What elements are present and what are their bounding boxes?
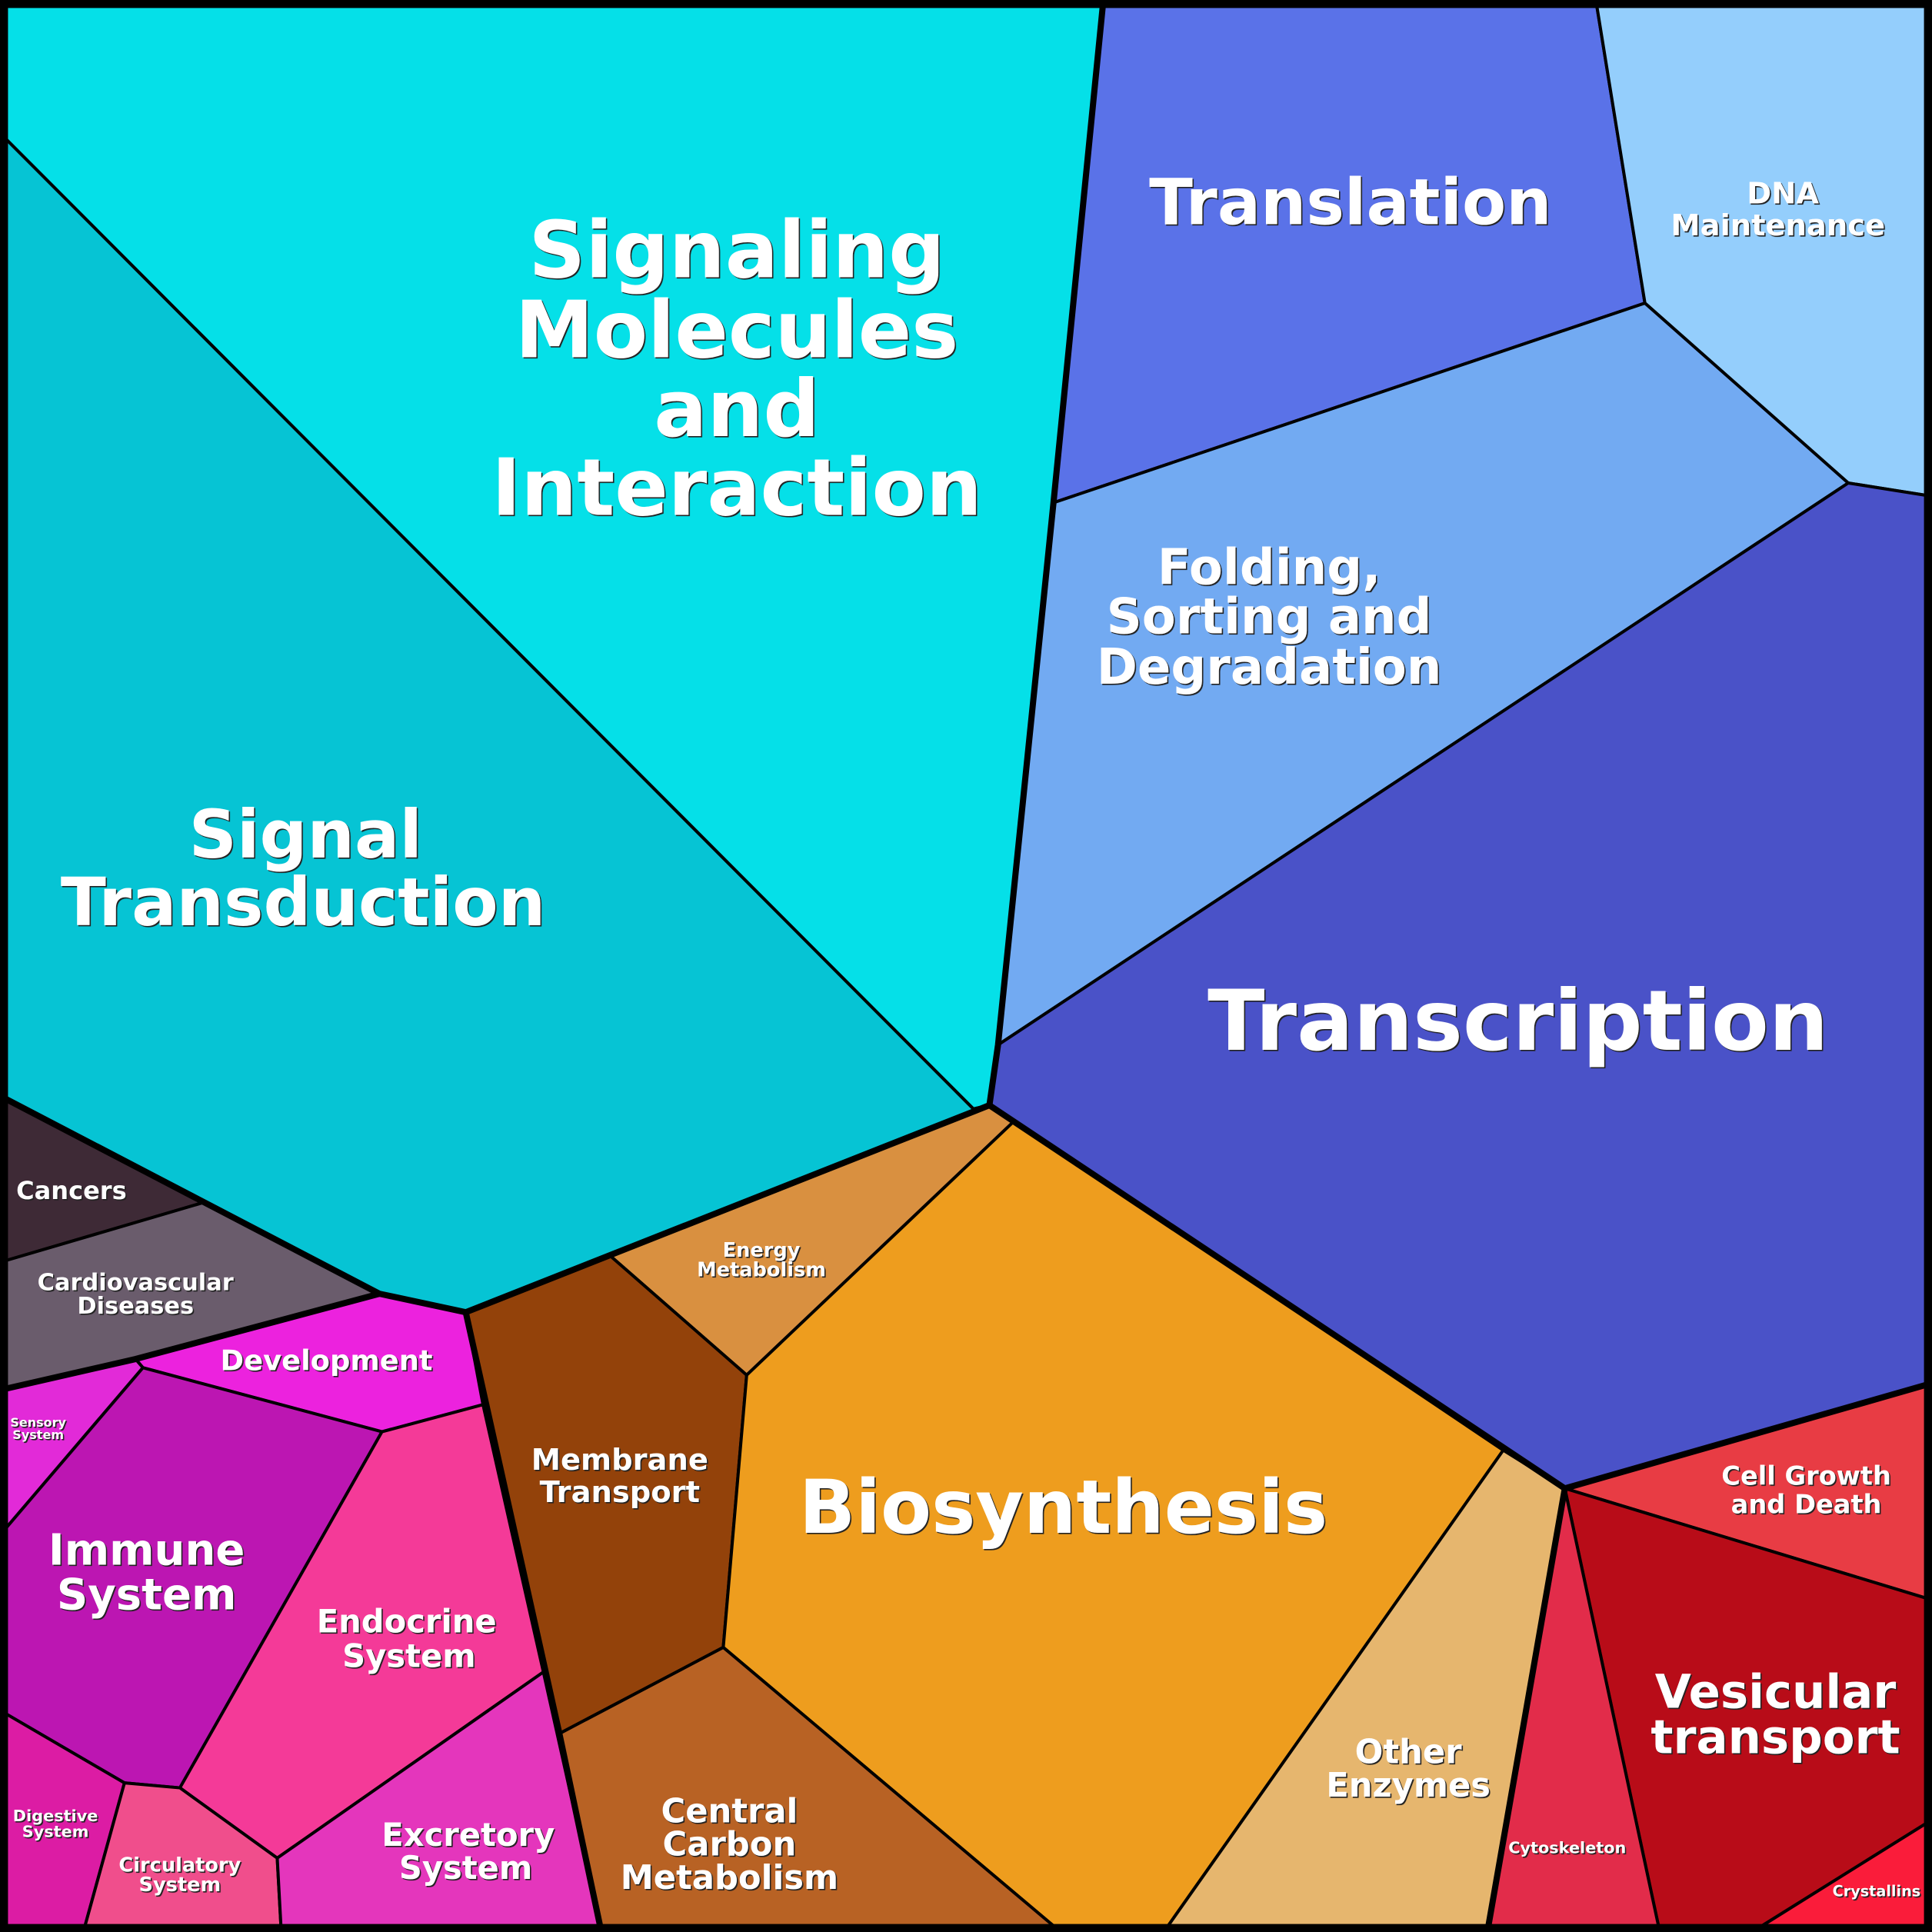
label-translation: Translation [1149,165,1552,240]
label-development: Development [221,1344,433,1377]
label-cancers: Cancers [16,1176,127,1205]
label-crystallins: Crystallins [1833,1883,1921,1900]
label-transcription: Transcription [1208,972,1828,1070]
label-cytoskeleton: Cytoskeleton [1508,1838,1626,1857]
cells [5,5,1927,1927]
label-biosynthesis: Biosynthesis [799,1464,1327,1551]
